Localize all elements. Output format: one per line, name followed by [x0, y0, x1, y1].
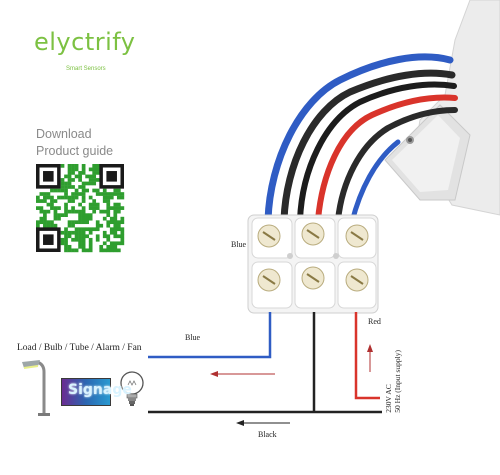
blue-wire-top	[264, 53, 454, 224]
blue-output-wire	[148, 312, 272, 359]
product-guide-link[interactable]: Download Product guide	[36, 126, 113, 160]
terminal-block-icon	[247, 214, 379, 314]
brand-logo: elyctrify	[34, 28, 136, 56]
guide-line-1: Download	[36, 127, 92, 141]
brand-tagline: Smart Sensors	[66, 66, 106, 72]
current-arrow-black	[236, 420, 290, 426]
sensor-housing-icon	[384, 0, 500, 216]
label-blue-wire: Blue	[185, 333, 201, 342]
street-lamp-icon	[22, 360, 50, 416]
current-arrow-up	[367, 344, 373, 372]
blue-wire-2	[349, 139, 401, 225]
black-wire-1	[280, 69, 456, 224]
label-red-wire: Red	[368, 317, 381, 326]
wire-bundle	[264, 53, 458, 225]
label-load-types: Load / Bulb / Tube / Alarm / Fan	[17, 343, 142, 353]
signage-icon: Signage	[61, 378, 132, 406]
label-blue-top: Blue	[231, 240, 247, 249]
current-arrow-left	[210, 371, 275, 377]
light-bulb-icon	[120, 371, 144, 406]
black-wire-3	[335, 107, 458, 223]
red-input-wire	[354, 312, 380, 400]
qr-code-icon	[36, 164, 125, 253]
label-black-wire: Black	[258, 430, 277, 439]
red-wire-top	[315, 94, 458, 223]
supply-voltage: 230V AC	[384, 384, 393, 413]
supply-frequency: 50 Hz (Input supply)	[393, 350, 402, 413]
guide-line-2: Product guide	[36, 144, 114, 158]
signage-text: Signage	[68, 382, 132, 398]
black-wire-2	[297, 81, 457, 223]
label-input-supply: 230V AC 50 Hz (Input supply)	[384, 350, 402, 413]
